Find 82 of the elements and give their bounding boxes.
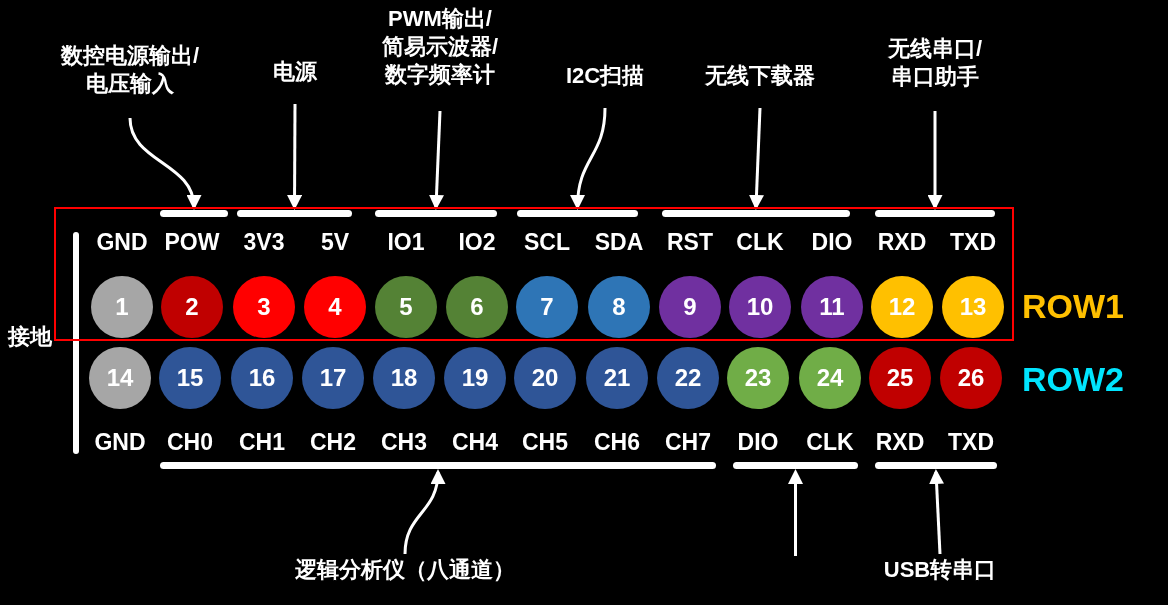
pin-label: CH0 — [166, 428, 214, 456]
pin-label: DIO — [736, 428, 780, 456]
pin-label: TXD — [947, 428, 995, 456]
pin-circle: 14 — [89, 347, 151, 409]
pin-label: GND — [93, 428, 147, 456]
pin-label: IO1 — [386, 228, 426, 256]
annotation-text: PWM输出/简易示波器/数字频率计 — [365, 5, 515, 95]
pin-label: SCL — [523, 228, 571, 256]
pin-circle: 15 — [159, 347, 221, 409]
pin-label: CLK — [735, 228, 785, 256]
arrow — [403, 469, 445, 555]
pin-label: CH6 — [593, 428, 641, 456]
pin-circle: 8 — [588, 276, 650, 338]
pin-circle: 7 — [516, 276, 578, 338]
pin-label: TXD — [949, 228, 997, 256]
arrow — [929, 469, 945, 555]
pin-label: GND — [95, 228, 149, 256]
arrow — [570, 107, 607, 210]
pin-label: RXD — [874, 428, 926, 456]
arrow — [749, 107, 764, 210]
bracket-bar — [875, 210, 995, 217]
pin-circle: 19 — [444, 347, 506, 409]
bracket-bar — [875, 462, 997, 469]
pin-circle: 20 — [514, 347, 576, 409]
arrow — [927, 111, 943, 210]
bracket-bar — [160, 210, 228, 217]
pin-label: IO2 — [457, 228, 497, 256]
bracket-bar — [237, 210, 352, 217]
bracket-bar — [733, 462, 858, 469]
arrow — [788, 469, 803, 556]
pin-label: CH1 — [238, 428, 286, 456]
arrow — [429, 110, 444, 210]
row-label: ROW1 — [1022, 286, 1125, 326]
annotation-text: 无线串口/串口助手 — [865, 35, 1005, 95]
pin-circle: 16 — [231, 347, 293, 409]
bracket-bar — [517, 210, 638, 217]
pin-circle: 17 — [302, 347, 364, 409]
pin-circle: 24 — [799, 347, 861, 409]
pin-label: CH2 — [309, 428, 357, 456]
arrow — [287, 104, 303, 210]
pin-circle: 5 — [375, 276, 437, 338]
pin-circle: 22 — [657, 347, 719, 409]
annotation-text: 数控电源输出/电压输入 — [40, 42, 220, 102]
pin-label: RST — [666, 228, 714, 256]
pin-circle: 23 — [727, 347, 789, 409]
pin-label: CH4 — [451, 428, 499, 456]
pin-label: CH3 — [380, 428, 428, 456]
pin-circle: 6 — [446, 276, 508, 338]
arrow — [128, 117, 200, 210]
pin-label: CH7 — [664, 428, 712, 456]
bracket-bar — [160, 462, 716, 469]
pin-label: POW — [163, 228, 221, 256]
pin-label: RXD — [876, 228, 928, 256]
pin-label: CH5 — [521, 428, 569, 456]
pin-circle: 9 — [659, 276, 721, 338]
pin-circle: 3 — [233, 276, 295, 338]
pin-circle: 26 — [940, 347, 1002, 409]
annotation-text: I2C扫描 — [545, 62, 665, 92]
pin-circle: 13 — [942, 276, 1004, 338]
pin-circle: 25 — [869, 347, 931, 409]
pin-label: CLK — [805, 428, 855, 456]
pin-circle: 21 — [586, 347, 648, 409]
row-label: ROW2 — [1022, 359, 1125, 399]
pin-circle: 11 — [801, 276, 863, 338]
pin-label: 5V — [319, 228, 351, 256]
bracket-bar — [375, 210, 497, 217]
pin-label: DIO — [810, 228, 854, 256]
pin-circle: 12 — [871, 276, 933, 338]
pin-label: 3V3 — [242, 228, 286, 256]
pin-circle: 4 — [304, 276, 366, 338]
annotation-text: USB转串口 — [862, 556, 1018, 590]
annotation-text: 无线下载器 — [680, 62, 840, 92]
label-text: 接地 — [8, 323, 52, 351]
bracket-bar — [662, 210, 850, 217]
pin-circle: 18 — [373, 347, 435, 409]
pin-circle: 10 — [729, 276, 791, 338]
pin-circle: 1 — [91, 276, 153, 338]
pin-circle: 2 — [161, 276, 223, 338]
annotation-text: 电源 — [265, 58, 325, 88]
pin-label: SDA — [593, 228, 645, 256]
highlight-frame — [54, 207, 1014, 341]
annotation-text: 逻辑分析仪（八通道） — [260, 556, 550, 590]
